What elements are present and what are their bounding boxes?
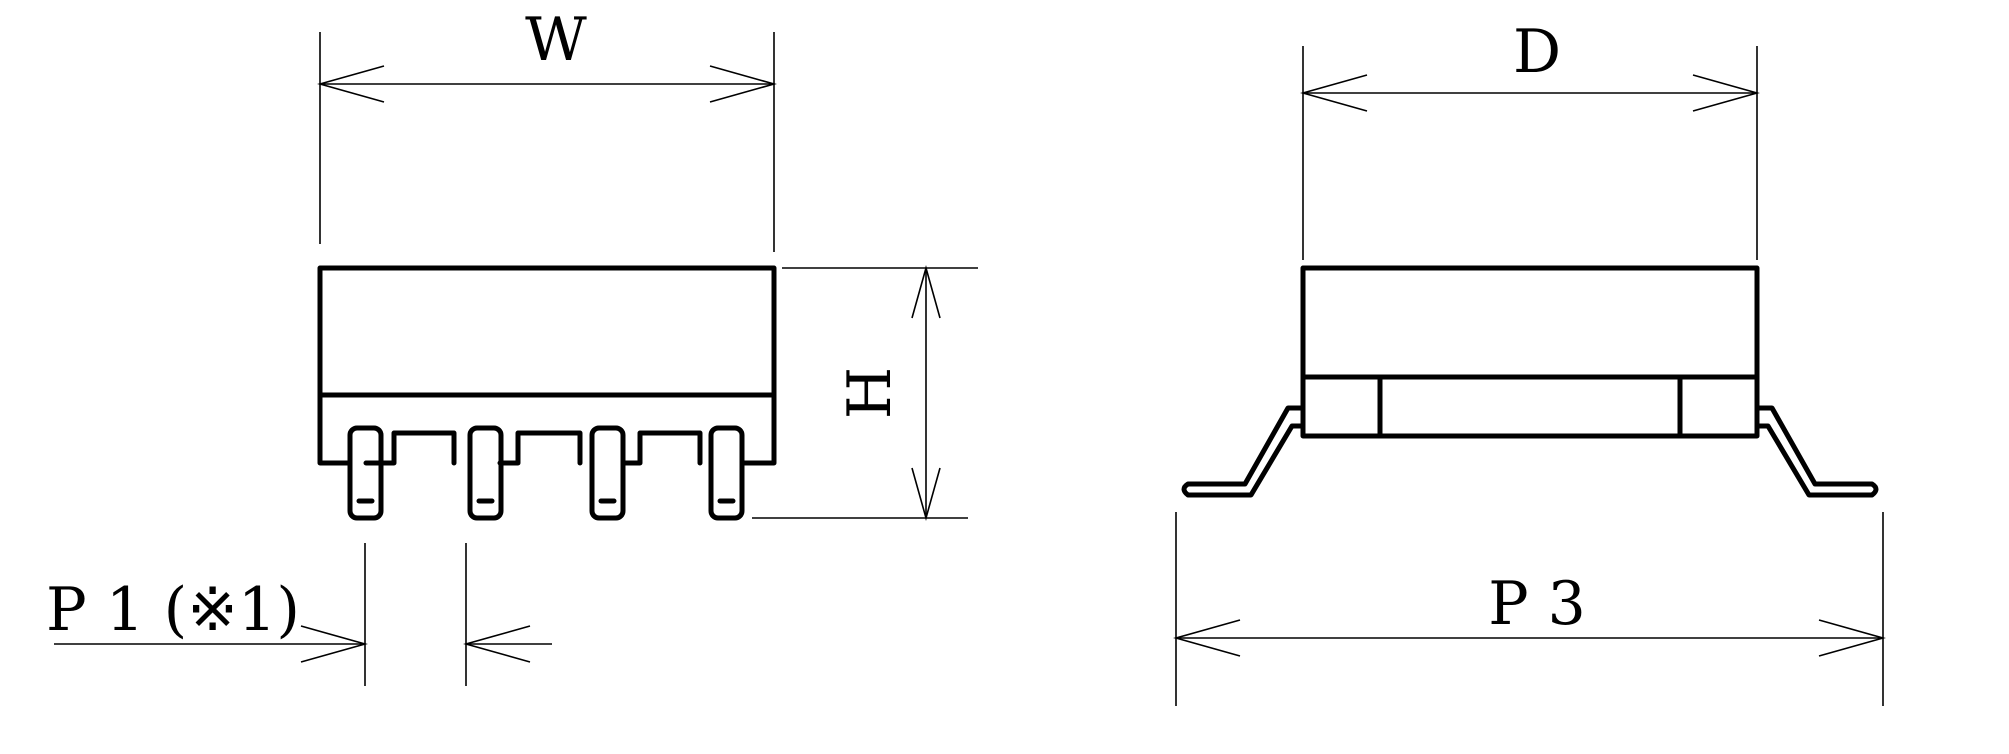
front-view: W H P 1 (※1)	[46, 5, 978, 686]
dimension-w: W	[317, 5, 777, 252]
front-pin-1	[347, 425, 384, 521]
front-pin-3	[589, 425, 626, 521]
front-pin-2	[467, 425, 504, 521]
side-lead-left	[1181, 405, 1306, 498]
dimension-d-label: D	[1513, 17, 1561, 87]
dimension-h: H	[752, 265, 978, 521]
front-body-top	[317, 265, 777, 398]
dimension-p1: P 1 (※1)	[46, 543, 552, 686]
front-body-base	[317, 392, 777, 466]
side-lead-right	[1754, 405, 1879, 498]
side-body-top	[1300, 265, 1760, 380]
dimension-h-label: H	[835, 367, 905, 419]
side-view: D P 3	[1173, 17, 1886, 706]
dimension-p3: P 3	[1173, 512, 1886, 706]
dimension-p1-label: P 1 (※1)	[46, 575, 300, 645]
dimension-p3-label: P 3	[1488, 569, 1586, 639]
front-pin-4	[708, 425, 745, 521]
side-body-base	[1300, 374, 1760, 439]
dimension-d: D	[1300, 17, 1760, 260]
dimension-w-label: W	[525, 5, 587, 75]
